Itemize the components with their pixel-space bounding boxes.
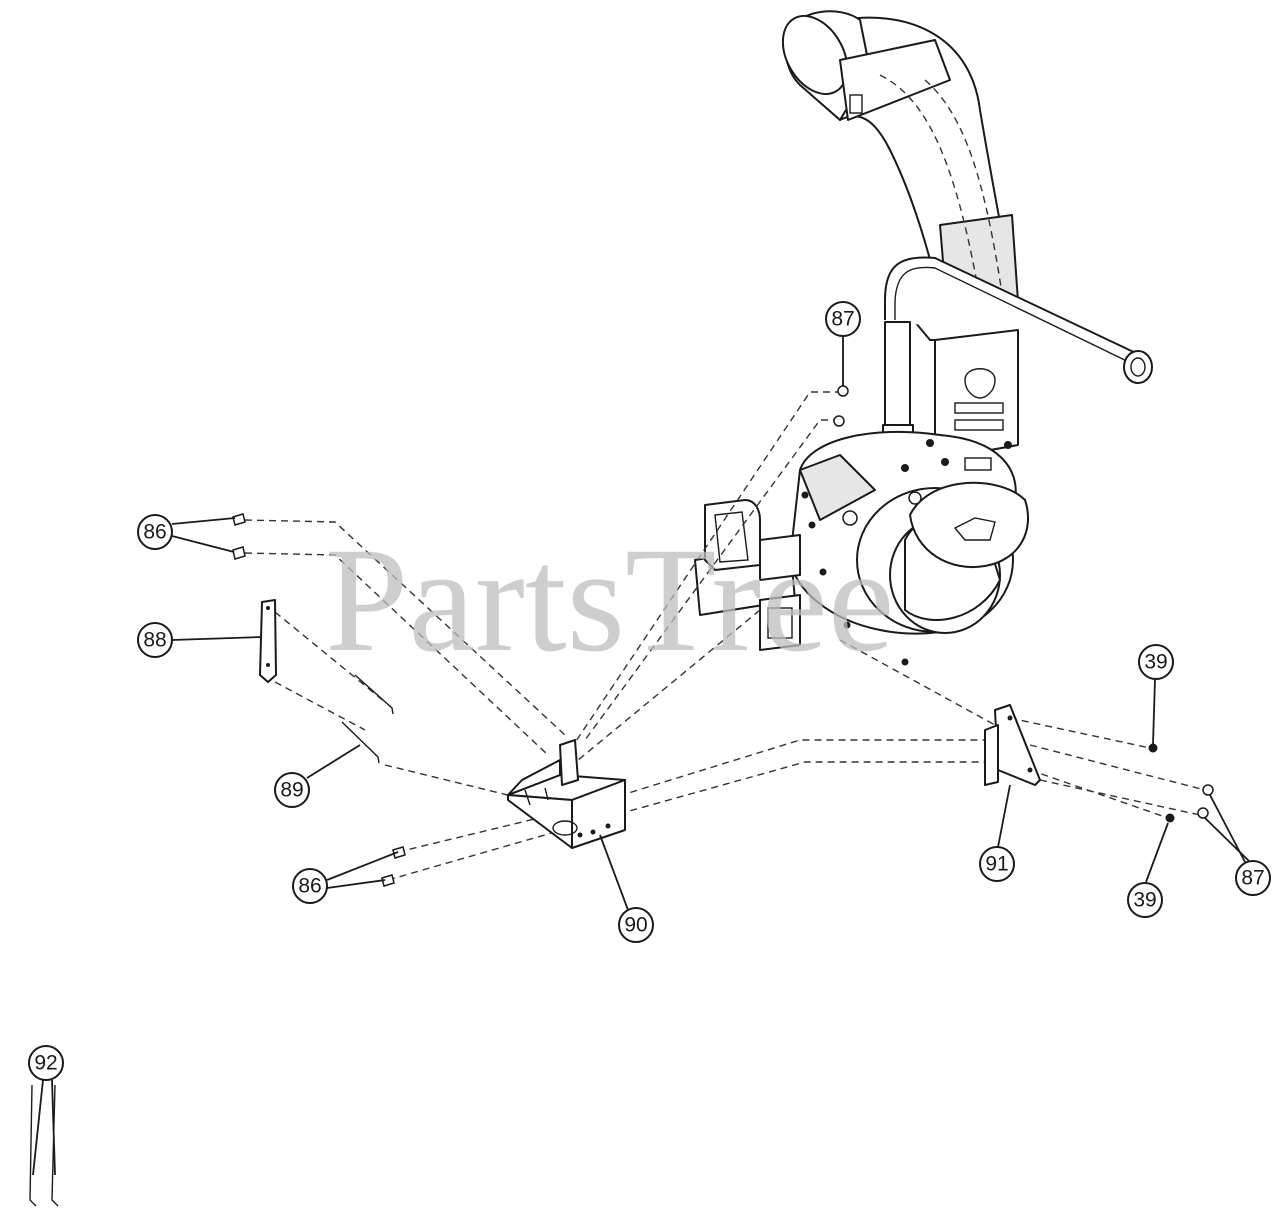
strap-88 — [259, 599, 277, 683]
callout-label: 90 — [624, 914, 647, 937]
callout-87-lower[interactable]: 87 — [1235, 860, 1271, 896]
callout-88[interactable]: 88 — [137, 622, 173, 658]
callout-87-upper[interactable]: 87 — [825, 301, 861, 337]
callout-90[interactable]: 90 — [618, 907, 654, 943]
callout-label: 86 — [298, 875, 321, 898]
callout-89[interactable]: 89 — [274, 772, 310, 808]
callout-label: 39 — [1144, 651, 1167, 674]
bracket-90 — [507, 739, 626, 849]
callout-label: 39 — [1133, 889, 1156, 912]
callout-label: 86 — [143, 521, 166, 544]
callout-91[interactable]: 91 — [979, 846, 1015, 882]
callout-86-lower[interactable]: 86 — [292, 868, 328, 904]
bolt-86-upper — [232, 513, 246, 560]
callout-39-lower[interactable]: 39 — [1127, 882, 1163, 918]
rod-89-b — [341, 721, 380, 764]
watermark-text: PartsTree — [325, 517, 894, 683]
callout-label: 87 — [1241, 867, 1264, 890]
callout-label: 92 — [34, 1052, 57, 1075]
callout-39-upper[interactable]: 39 — [1138, 644, 1174, 680]
leader-lines — [32, 336, 1251, 1176]
callout-86-upper[interactable]: 86 — [137, 514, 173, 550]
callout-label: 87 — [831, 308, 854, 331]
bolt-86-lower — [381, 846, 406, 887]
hardware-parts — [29, 385, 1214, 1207]
callout-label: 89 — [280, 779, 303, 802]
assembly-lines — [244, 391, 1206, 881]
blower-assembly — [694, 10, 1153, 666]
bracket-91 — [984, 704, 1041, 786]
callout-92[interactable]: 92 — [28, 1045, 64, 1081]
callout-label: 91 — [985, 853, 1008, 876]
rod-89-a — [354, 674, 394, 715]
callout-label: 88 — [143, 629, 166, 652]
